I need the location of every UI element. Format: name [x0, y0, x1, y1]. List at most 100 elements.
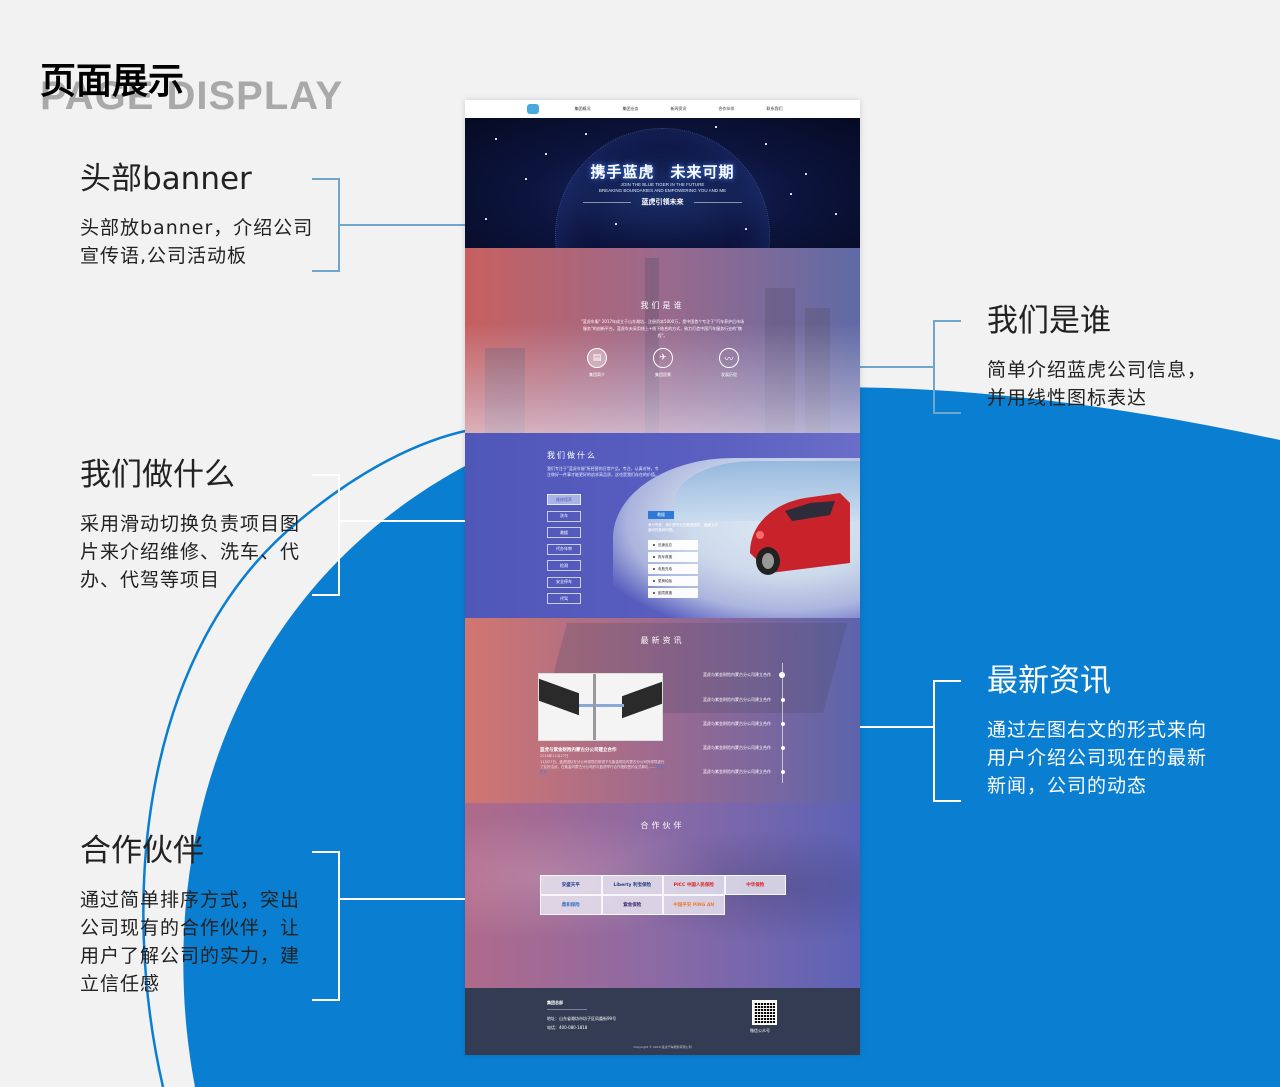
annotation-news-desc-2: 用户介绍公司现在的最新: [987, 747, 1208, 770]
qr-code-label: 微信公众号: [750, 1028, 770, 1033]
service-list-item: 拖车救援: [648, 552, 698, 562]
service-panel-title: 救援: [648, 511, 674, 519]
paper-plane-icon: ✈: [653, 348, 673, 368]
annotation-banner-desc-1: 头部放banner，介绍公司: [80, 217, 314, 240]
copyright-text: Copyright © 2018 蓝虎汽车服务有限公司: [633, 1045, 692, 1049]
tab-annual-inspection[interactable]: 代办年审: [547, 543, 581, 555]
annotation-news-desc-3: 新闻，公司的动态: [987, 775, 1148, 798]
annotation-partners-desc-3: 用户了解公司的实力，建: [80, 945, 301, 968]
tab-maintenance[interactable]: 维修保养: [547, 494, 581, 505]
bracket-services: [312, 474, 340, 596]
timeline-dot: [780, 722, 785, 726]
partner-logo-dinghe[interactable]: 鼎和保险: [540, 895, 602, 915]
tab-designated-driver[interactable]: 代驾: [547, 593, 581, 604]
annotation-services-desc-2: 片来介绍维修、洗车、代: [80, 541, 301, 564]
about-icons: ▤ 集团简介 ✈ 集团愿景 〰 发展历程: [577, 348, 749, 378]
bracket-news: [933, 680, 961, 802]
tab-testing[interactable]: 检测: [547, 560, 581, 571]
handshake-image[interactable]: [538, 673, 663, 741]
nav-item-partners[interactable]: 合作伙伴: [718, 106, 735, 111]
partner-logo-picc[interactable]: PICC 中国人民保险: [663, 875, 725, 895]
banner-tagline: 蓝虎引领未来: [641, 198, 684, 206]
partner-logo-grid: 安盛天平 Liberty 利宝保险 PICC 中国人民保险 中华保险 鼎和保险 …: [540, 875, 786, 915]
timeline-dot-active: [779, 672, 785, 678]
annotation-news-title: 最新资讯: [987, 663, 1111, 699]
partners-section: 合作伙伴 安盛天平 Liberty 利宝保险 PICC 中国人民保险 中华保险 …: [465, 803, 860, 988]
banner-subtitle-1: JOIN THE BLUE TIGER IN THE FUTURE: [620, 182, 705, 187]
hero-banner: 携手蓝虎 未来可期 JOIN THE BLUE TIGER IN THE FUT…: [465, 118, 860, 248]
partner-logo-axa-tianping[interactable]: 安盛天平: [540, 875, 602, 895]
bracket-partners: [312, 851, 340, 1001]
timeline-dot: [780, 698, 785, 702]
annotation-banner-desc-2: 宣传语,公司活动板: [80, 245, 248, 268]
red-car-image: [750, 493, 850, 575]
annotation-partners-desc-2: 公司现有的合作伙伴，让: [80, 917, 301, 940]
about-icon-intro[interactable]: ▤ 集团简介: [577, 348, 617, 378]
banner-subtitle-2: BREAKING BOUNDARIES AND EMPOWERING YOU A…: [598, 188, 727, 193]
footer-phone[interactable]: 电话：400-080-1818: [547, 1025, 588, 1030]
news-heading: 最新资讯: [640, 636, 685, 645]
annotation-about-title: 我们是谁: [987, 303, 1111, 339]
tab-car-wash[interactable]: 洗车: [547, 510, 581, 522]
website-mockup: 集团概况 集团业务 新闻资讯 合作伙伴 联系我们 携手蓝虎 未来可期 JOIN …: [465, 100, 860, 1055]
service-panel-description: 争分夺秒，我们是专业的救援团队，路面上同道间的各种问题。: [648, 523, 718, 532]
divider: [583, 202, 631, 203]
partner-logo-zijin[interactable]: 紫金保险: [601, 895, 663, 915]
page-title: 页面展示: [40, 61, 185, 102]
service-list-item: 电瓶充电: [648, 564, 698, 574]
nav-item-group-overview[interactable]: 集团概况: [574, 106, 591, 111]
tiger-logo-icon[interactable]: [526, 104, 539, 114]
service-list-item: 迅速反应: [648, 540, 698, 550]
about-heading: 我们是谁: [640, 301, 685, 310]
timeline-item[interactable]: 蓝虎与紫金财险内蒙古分公司建立合作: [703, 769, 771, 774]
annotation-news: 最新资讯 通过左图右文的形式来向 用户介绍公司现在的最新 新闻，公司的动态: [987, 664, 1207, 800]
annotation-services-desc-1: 采用滑动切换负责项目图: [80, 513, 301, 536]
annotation-partners: 合作伙伴 通过简单排序方式，突出 公司现有的合作伙伴，让 用户了解公司的实力，建…: [80, 834, 300, 998]
banner-headline: 携手蓝虎 未来可期: [590, 163, 735, 181]
qr-code-icon: [752, 1000, 777, 1025]
nav-item-news[interactable]: 新闻资讯: [670, 106, 687, 111]
nav-item-contact[interactable]: 联系我们: [766, 106, 783, 111]
about-description: "蓝虎车服" 2017年成立于山东潍坊，注册资本5000万，是中国首个专注于"汽…: [580, 319, 745, 338]
partner-logo-pingan[interactable]: 中国平安 PING AN: [663, 895, 725, 915]
partner-logo-liberty[interactable]: Liberty 利宝保险: [601, 875, 663, 895]
annotation-banner-title: 头部banner: [80, 161, 252, 197]
about-icon-label: 集团简介: [589, 372, 605, 377]
services-heading: 我们做什么: [547, 451, 597, 460]
services-description: 我们专注于"蓝虎车服"所经营的日常产品，专注、认真对待，专注做好一件事才能更好的…: [547, 466, 659, 477]
timeline-item[interactable]: 蓝虎与紫金财险内蒙古分公司建立合作: [703, 672, 771, 677]
about-icon-history[interactable]: 〰 发展历程: [709, 348, 749, 378]
divider: [694, 202, 742, 203]
partner-logo-cic[interactable]: 中华保险: [724, 875, 786, 895]
service-list: 迅速反应 拖车救援 电瓶充电 更换轮胎 困境救援: [648, 540, 698, 598]
read-more-link[interactable]: 查看更多: [540, 765, 664, 774]
connector-services: [340, 520, 465, 522]
featured-news-title[interactable]: 蓝虎与紫金财险内蒙古分公司建立合作: [540, 748, 617, 753]
tab-rescue[interactable]: 救援: [547, 527, 581, 538]
annotation-about-desc-1: 简单介绍蓝虎公司信息，: [987, 359, 1208, 382]
annotation-banner: 头部banner 头部放banner，介绍公司 宣传语,公司活动板: [80, 162, 313, 270]
about-icon-vision[interactable]: ✈ 集团愿景: [643, 348, 683, 378]
connector-about: [860, 366, 933, 368]
timeline-item[interactable]: 蓝虎与紫金财险内蒙古分公司建立合作: [703, 745, 771, 750]
tab-parking[interactable]: 安全停车: [547, 576, 581, 588]
annotation-news-desc-1: 通过左图右文的形式来向: [987, 719, 1208, 742]
service-list-item: 困境救援: [648, 588, 698, 598]
news-section: 最新资讯 蓝虎与紫金财险内蒙古分公司建立合作 2018年11月27日 11月27…: [465, 618, 860, 803]
timeline-item[interactable]: 蓝虎与紫金财险内蒙古分公司建立合作: [703, 697, 771, 702]
about-icon-label: 集团愿景: [655, 372, 671, 377]
trend-line-icon: 〰: [719, 348, 739, 368]
nav-item-group-business[interactable]: 集团业务: [622, 106, 639, 111]
timeline-item[interactable]: 蓝虎与紫金财险内蒙古分公司建立合作: [703, 721, 771, 726]
about-section: 我们是谁 "蓝虎车服" 2017年成立于山东潍坊，注册资本5000万，是中国首个…: [465, 248, 860, 433]
site-nav: 集团概况 集团业务 新闻资讯 合作伙伴 联系我们: [465, 100, 860, 118]
services-section: 我们做什么 我们专注于"蓝虎车服"所经营的日常产品，专注、认真对待，专注做好一件…: [465, 433, 860, 618]
partners-heading: 合作伙伴: [640, 821, 685, 830]
bracket-about: [933, 320, 961, 414]
about-icon-label: 发展历程: [721, 372, 737, 377]
service-list-item: 更换轮胎: [648, 576, 698, 586]
footer-title: 集团总部: [547, 1000, 563, 1005]
footer-address: 地址：山东省潍坊市坊子区凤凰街99号: [547, 1016, 617, 1021]
divider: [547, 1009, 587, 1010]
annotation-about: 我们是谁 简单介绍蓝虎公司信息， 并用线性图标表达: [987, 304, 1207, 412]
